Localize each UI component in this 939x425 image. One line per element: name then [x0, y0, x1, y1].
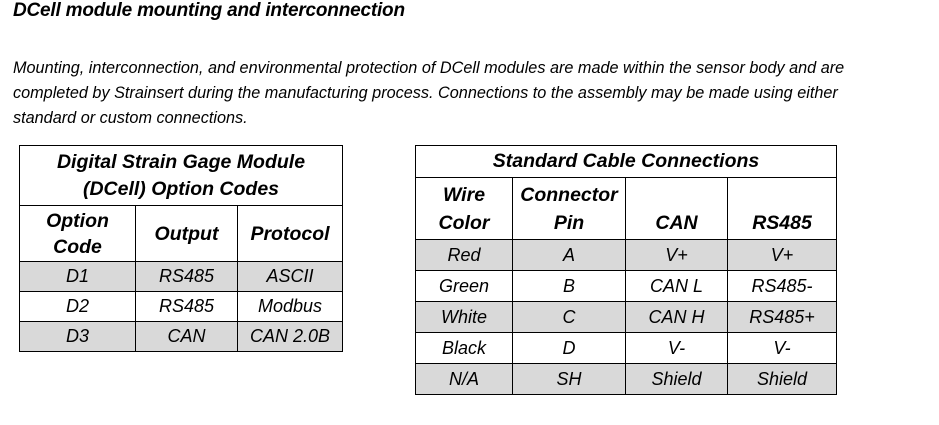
cell-protocol: CAN 2.0B — [237, 321, 343, 352]
options-table-title: Digital Strain Gage Module (DCell) Optio… — [19, 145, 343, 206]
cell-connector-pin: A — [512, 239, 626, 271]
cell-can: CAN H — [625, 301, 728, 333]
cell-connector-pin: D — [512, 332, 626, 364]
column-header-can-label: CAN — [655, 211, 698, 234]
column-header-option-code-line2: Code — [53, 235, 102, 258]
cell-rs485: RS485+ — [727, 301, 837, 333]
column-header-wire-color-line2: Color — [438, 211, 490, 234]
options-title-line1: Digital Strain Gage Module — [56, 150, 306, 173]
cell-wire-color: Red — [415, 239, 513, 271]
cell-option-code: D1 — [19, 261, 136, 292]
cell-protocol: ASCII — [237, 261, 343, 292]
table-row: D3 CAN CAN 2.0B — [19, 321, 343, 352]
table-row: N/A SH Shield Shield — [415, 363, 837, 395]
table-row: Black D V- V- — [415, 332, 837, 364]
table-row: Green B CAN L RS485- — [415, 270, 837, 302]
cell-output: CAN — [135, 321, 238, 352]
cell-wire-color: Green — [415, 270, 513, 302]
column-header-connector-pin: Connector Pin — [512, 177, 626, 240]
cell-rs485: RS485- — [727, 270, 837, 302]
column-header-protocol-label: Protocol — [250, 222, 330, 245]
column-header-wire-color: Wire Color — [415, 177, 513, 240]
cell-rs485: Shield — [727, 363, 837, 395]
table-row: White C CAN H RS485+ — [415, 301, 837, 333]
column-header-protocol: Protocol — [237, 205, 343, 262]
column-header-can: CAN — [625, 177, 728, 240]
cable-table-title: Standard Cable Connections — [415, 145, 837, 178]
column-header-connector-pin-line1: Connector — [520, 183, 618, 206]
cell-output: RS485 — [135, 261, 238, 292]
cell-can: V- — [625, 332, 728, 364]
intro-paragraph: Mounting, interconnection, and environme… — [13, 58, 845, 127]
cell-rs485: V+ — [727, 239, 837, 271]
column-header-option-code-line1: Option — [46, 209, 109, 232]
column-header-option-code: Option Code — [19, 205, 136, 262]
cell-wire-color: White — [415, 301, 513, 333]
cell-output: RS485 — [135, 291, 238, 322]
table-title-row: Standard Cable Connections — [415, 145, 837, 178]
cell-can: CAN L — [625, 270, 728, 302]
column-header-connector-pin-line2: Pin — [553, 211, 585, 234]
standard-cable-connections-table: Standard Cable Connections Wire Color Co… — [415, 145, 837, 395]
page-title: DCell module mounting and interconnectio… — [13, 0, 405, 21]
dcell-option-codes-table: Digital Strain Gage Module (DCell) Optio… — [19, 145, 343, 352]
cell-wire-color: Black — [415, 332, 513, 364]
cell-rs485: V- — [727, 332, 837, 364]
table-row: D1 RS485 ASCII — [19, 261, 343, 292]
column-header-rs485: RS485 — [727, 177, 837, 240]
cell-can: Shield — [625, 363, 728, 395]
column-header-output-label: Output — [154, 222, 219, 245]
table-row: Red A V+ V+ — [415, 239, 837, 271]
column-header-wire-color-line1: Wire — [442, 183, 486, 206]
table-header-row: Wire Color Connector Pin CAN RS485 — [415, 177, 837, 240]
options-title-line2: (DCell) Option Codes — [82, 177, 280, 200]
table-title-row: Digital Strain Gage Module (DCell) Optio… — [19, 145, 343, 206]
cell-connector-pin: SH — [512, 363, 626, 395]
cell-connector-pin: B — [512, 270, 626, 302]
column-header-rs485-label: RS485 — [752, 211, 812, 234]
cell-option-code: D3 — [19, 321, 136, 352]
cell-wire-color: N/A — [415, 363, 513, 395]
table-row: D2 RS485 Modbus — [19, 291, 343, 322]
table-header-row: Option Code Output Protocol — [19, 205, 343, 262]
cell-can: V+ — [625, 239, 728, 271]
cell-option-code: D2 — [19, 291, 136, 322]
cell-connector-pin: C — [512, 301, 626, 333]
cell-protocol: Modbus — [237, 291, 343, 322]
column-header-output: Output — [135, 205, 238, 262]
